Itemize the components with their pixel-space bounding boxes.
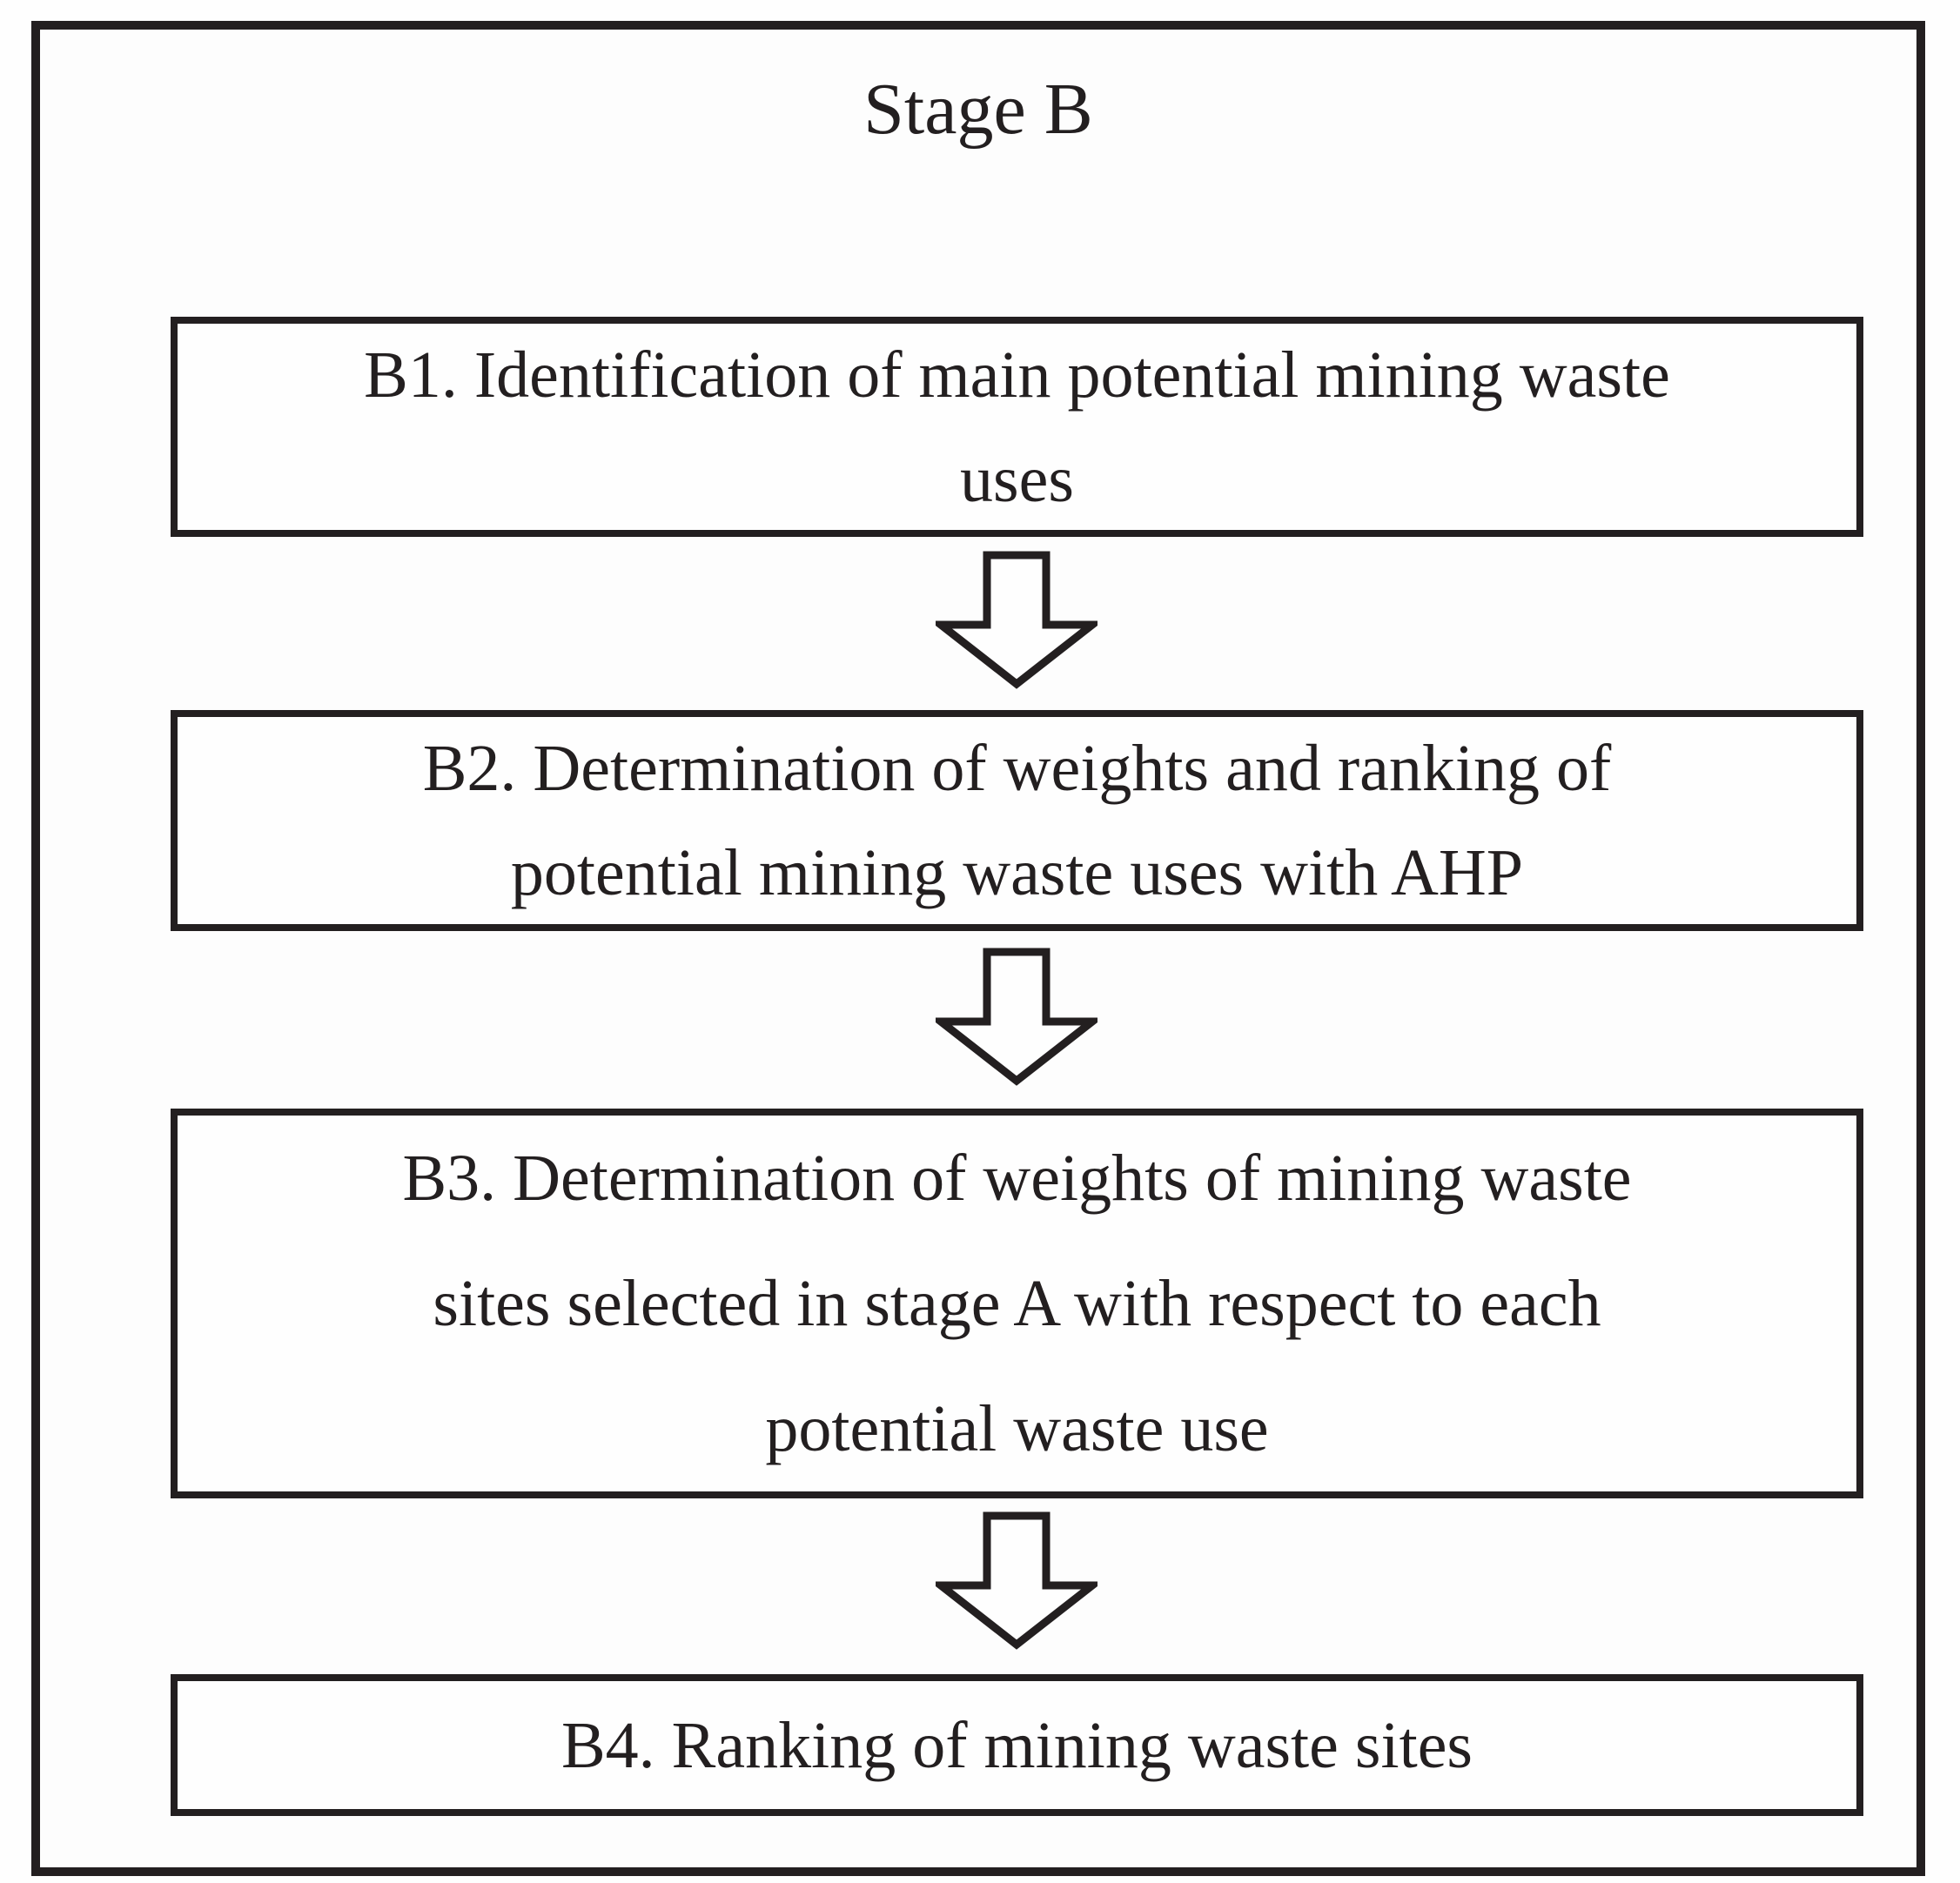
flowchart-box-b1: B1. Identification of main potential min…: [171, 317, 1863, 537]
box-b2-text: B2. Determination of weights and ranking…: [422, 732, 1612, 909]
box-b4-text: B4. Ranking of mining waste sites: [560, 1708, 1473, 1782]
down-arrow-icon: [936, 1511, 1097, 1650]
box-b1-text: B1. Identification of main potential min…: [364, 338, 1670, 516]
figure-frame: Stage B B1. Identification of main poten…: [31, 21, 1925, 1876]
down-arrow-icon: [936, 948, 1097, 1086]
flowchart-box-b4: B4. Ranking of mining waste sites: [171, 1674, 1863, 1816]
box-b3-text: B3. Determination of weights of mining w…: [402, 1142, 1632, 1465]
flowchart-box-b3: B3. Determination of weights of mining w…: [171, 1109, 1863, 1498]
down-arrow-icon: [936, 551, 1097, 689]
flowchart-box-b2: B2. Determination of weights and ranking…: [171, 710, 1863, 931]
figure-title: Stage B: [863, 69, 1093, 150]
